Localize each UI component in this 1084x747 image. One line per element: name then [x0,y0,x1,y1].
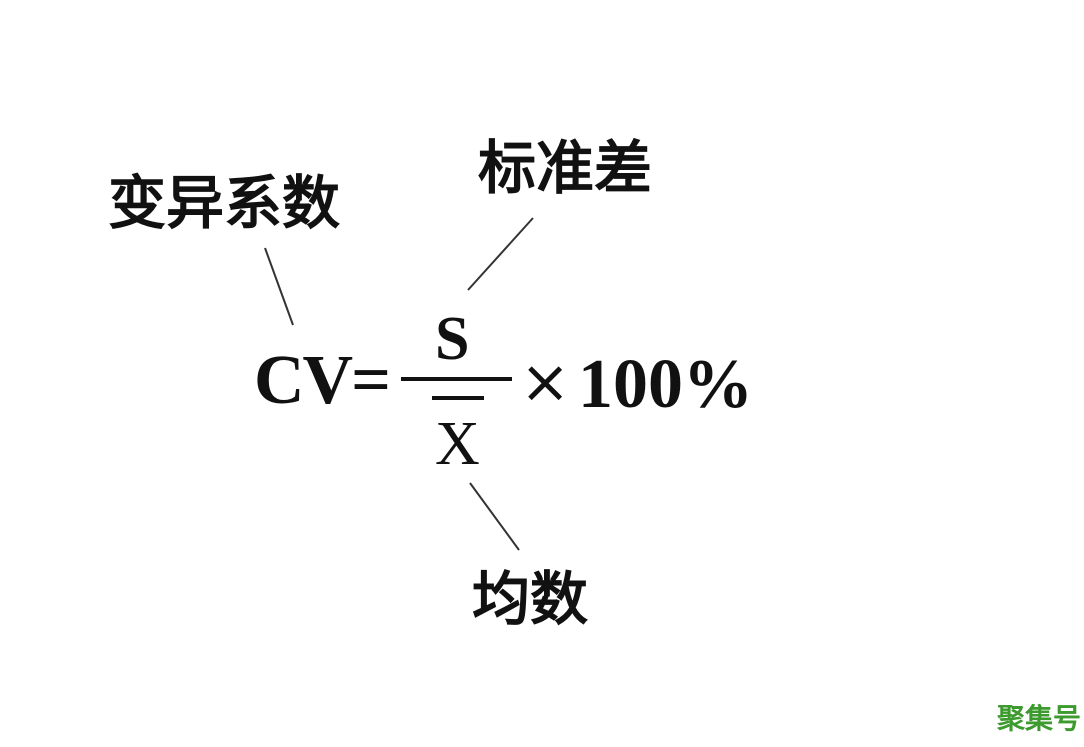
cv-connector-line [264,247,294,326]
formula-times: × [520,347,571,417]
cv-label: 变异系数 [108,169,341,237]
formula-percent: 100% [578,346,753,423]
mean-overline [432,396,484,400]
std-connector-line [467,217,534,291]
fraction-bar [401,377,512,381]
formula-numerator: S [435,305,470,373]
watermark: 聚集号 [997,702,1082,735]
formula-lhs: CV= [254,342,391,419]
std-label: 标准差 [478,134,653,202]
formula-denominator: X [435,410,480,478]
mean-connector-line [469,482,520,551]
mean-label: 均数 [472,565,589,633]
